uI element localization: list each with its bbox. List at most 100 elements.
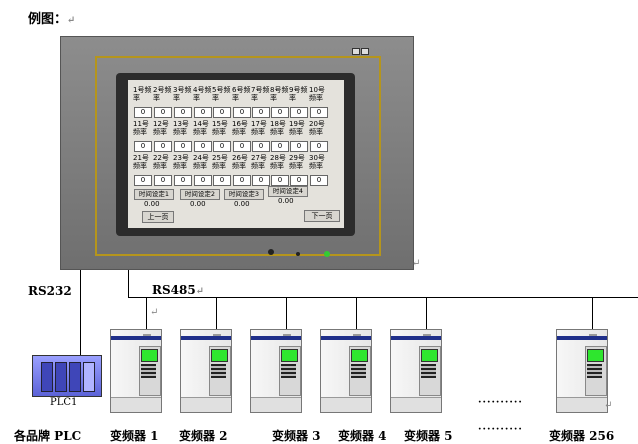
return-mark: ↵ bbox=[412, 258, 421, 269]
time-setting-value: 0.00 bbox=[190, 200, 206, 208]
freq-value-field[interactable]: 0 bbox=[134, 107, 152, 118]
freq-label: 22号频率 bbox=[153, 154, 169, 170]
freq-label: 5号频率 bbox=[212, 86, 231, 102]
freq-value-field[interactable]: 0 bbox=[213, 141, 231, 152]
hmi-bezel-trim bbox=[95, 56, 381, 256]
freq-label: 11号频率 bbox=[133, 120, 149, 136]
power-led-icon bbox=[324, 251, 330, 257]
freq-value-field[interactable]: 0 bbox=[213, 107, 231, 118]
freq-value-field[interactable]: 0 bbox=[252, 175, 270, 186]
plc-label: 各品牌 PLC bbox=[14, 429, 82, 443]
freq-value-field[interactable]: 0 bbox=[233, 141, 251, 152]
freq-label: 4号频率 bbox=[193, 86, 212, 102]
inverter-unit bbox=[180, 329, 232, 413]
bus-drop bbox=[146, 297, 147, 331]
time-setting-button[interactable]: 时间设定3 bbox=[224, 189, 264, 200]
time-setting-button[interactable]: 时间设定4 bbox=[268, 186, 308, 197]
inverter-label: 变频器 1 bbox=[110, 429, 159, 443]
time-setting-button[interactable]: 时间设定2 bbox=[180, 189, 220, 200]
freq-value-field[interactable]: 0 bbox=[271, 175, 289, 186]
plc-name: PLC1 bbox=[50, 397, 78, 408]
plc-module bbox=[83, 362, 95, 392]
freq-label: 6号频率 bbox=[232, 86, 251, 102]
return-mark: ↵ bbox=[604, 400, 613, 411]
freq-label: 19号频率 bbox=[289, 120, 305, 136]
inverter-unit bbox=[110, 329, 162, 413]
freq-value-field[interactable]: 0 bbox=[194, 141, 212, 152]
keypad-icon bbox=[211, 364, 226, 378]
bus-drop bbox=[216, 297, 217, 331]
lcd-icon bbox=[587, 349, 604, 362]
minimize-icon bbox=[352, 48, 360, 55]
freq-value-field[interactable]: 0 bbox=[174, 107, 192, 118]
freq-label: 15号频率 bbox=[212, 120, 228, 136]
inverter-unit bbox=[390, 329, 442, 413]
freq-label: 18号频率 bbox=[270, 120, 286, 136]
freq-label: 14号频率 bbox=[193, 120, 209, 136]
plc-module bbox=[55, 362, 67, 392]
freq-label: 1号频率 bbox=[133, 86, 152, 102]
freq-value-field[interactable]: 0 bbox=[174, 175, 192, 186]
freq-label: 27号频率 bbox=[251, 154, 267, 170]
lcd-icon bbox=[211, 349, 228, 362]
freq-value-field[interactable]: 0 bbox=[194, 107, 212, 118]
ellipsis-bottom: ·········· bbox=[478, 424, 523, 435]
inverter-unit bbox=[320, 329, 372, 413]
power-knob-icon bbox=[268, 249, 274, 255]
time-setting-value: 0.00 bbox=[234, 200, 250, 208]
freq-label: 17号频率 bbox=[251, 120, 267, 136]
freq-value-field[interactable]: 0 bbox=[134, 141, 152, 152]
freq-label: 7号频率 bbox=[251, 86, 270, 102]
rs485-label: RS485↵ bbox=[152, 283, 205, 297]
keypad-icon bbox=[587, 364, 602, 378]
freq-label: 23号频率 bbox=[173, 154, 189, 170]
comm-led-icon bbox=[296, 252, 300, 256]
lcd-icon bbox=[421, 349, 438, 362]
lcd-icon bbox=[141, 349, 158, 362]
freq-value-field[interactable]: 0 bbox=[233, 107, 251, 118]
freq-label: 2号频率 bbox=[153, 86, 172, 102]
freq-value-field[interactable]: 0 bbox=[154, 141, 172, 152]
freq-value-field[interactable]: 0 bbox=[213, 175, 231, 186]
time-setting-button[interactable]: 时间设定1 bbox=[134, 189, 174, 200]
bus-drop bbox=[286, 297, 287, 331]
freq-value-field[interactable]: 0 bbox=[174, 141, 192, 152]
freq-value-field[interactable]: 0 bbox=[271, 107, 289, 118]
freq-value-field[interactable]: 0 bbox=[310, 175, 328, 186]
freq-label: 28号频率 bbox=[270, 154, 286, 170]
freq-value-field[interactable]: 0 bbox=[310, 107, 328, 118]
freq-value-field[interactable]: 0 bbox=[271, 141, 289, 152]
bus-drop bbox=[592, 297, 593, 331]
freq-value-field[interactable]: 0 bbox=[252, 107, 270, 118]
close-icon bbox=[361, 48, 369, 55]
time-setting-value: 0.00 bbox=[144, 200, 160, 208]
inverter-label: 变频器 5 bbox=[404, 429, 453, 443]
rs232-label: RS232 bbox=[28, 284, 72, 298]
freq-label: 13号频率 bbox=[173, 120, 189, 136]
freq-label: 24号频率 bbox=[193, 154, 209, 170]
freq-value-field[interactable]: 0 bbox=[154, 107, 172, 118]
freq-value-field[interactable]: 0 bbox=[134, 175, 152, 186]
freq-value-field[interactable]: 0 bbox=[310, 141, 328, 152]
inverter-label: 变频器 256 bbox=[549, 429, 615, 443]
freq-label: 29号频率 bbox=[289, 154, 305, 170]
freq-label: 3号频率 bbox=[173, 86, 192, 102]
rs485-drop bbox=[128, 270, 129, 298]
inverter-label: 变频器 3 bbox=[272, 429, 321, 443]
freq-value-field[interactable]: 0 bbox=[194, 175, 212, 186]
plc-unit bbox=[32, 355, 102, 397]
freq-value-field[interactable]: 0 bbox=[290, 107, 308, 118]
inverter-label: 变频器 2 bbox=[179, 429, 228, 443]
next-page-button[interactable]: 下一页 bbox=[304, 210, 340, 222]
inverter-unit bbox=[250, 329, 302, 413]
freq-value-field[interactable]: 0 bbox=[252, 141, 270, 152]
inverter-unit bbox=[556, 329, 608, 413]
bus-drop bbox=[426, 297, 427, 331]
freq-value-field[interactable]: 0 bbox=[290, 141, 308, 152]
freq-label: 20号频率 bbox=[309, 120, 325, 136]
freq-value-field[interactable]: 0 bbox=[290, 175, 308, 186]
prev-page-button[interactable]: 上一页 bbox=[142, 211, 174, 223]
freq-value-field[interactable]: 0 bbox=[233, 175, 251, 186]
freq-value-field[interactable]: 0 bbox=[154, 175, 172, 186]
